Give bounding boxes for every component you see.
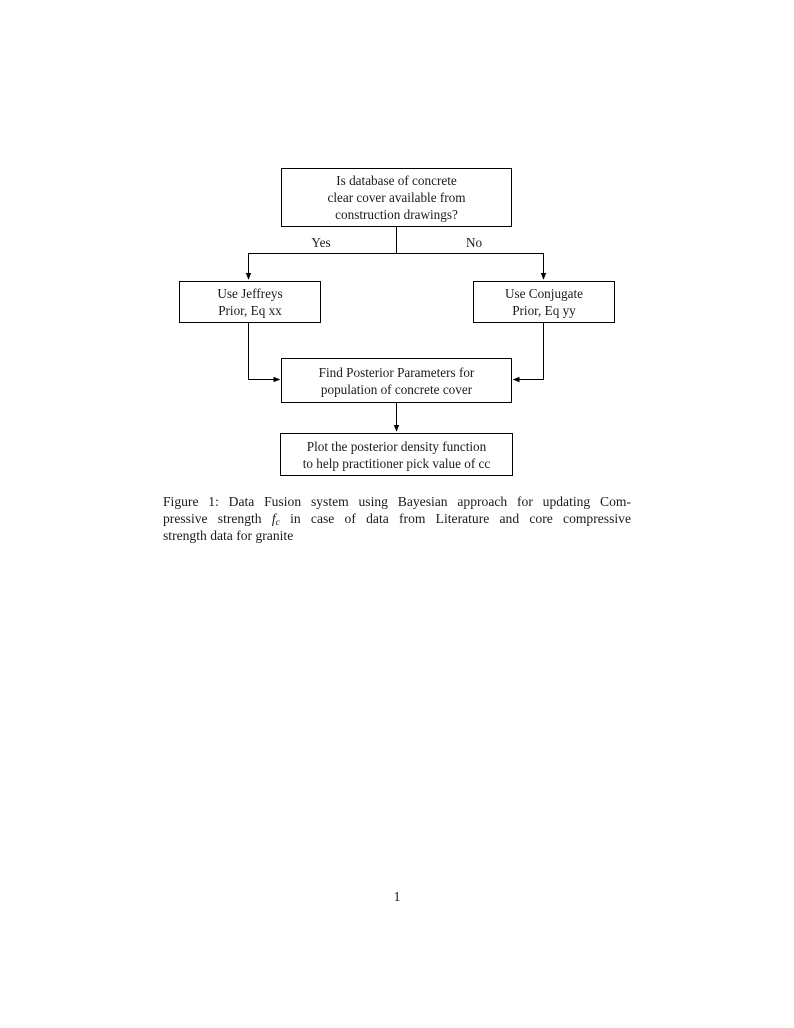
conjugate-prior-box-line: Prior, Eq yy: [512, 303, 576, 318]
figure-caption: Figure 1: Data Fusion system using Bayes…: [163, 493, 631, 545]
plot-density-box: Plot the posterior density function to h…: [280, 433, 513, 476]
question-box: Is database of concrete clear cover avai…: [281, 168, 512, 227]
caption-line-2: pressive strength fc in case of data fro…: [163, 510, 631, 529]
conjugate-prior-box: Use Conjugate Prior, Eq yy: [473, 281, 615, 323]
caption-line-2-post: in case of data from Literature and core…: [290, 511, 631, 527]
posterior-parameters-box: Find Posterior Parameters for population…: [281, 358, 512, 403]
caption-line-2-pre: pressive strength: [163, 511, 262, 527]
question-box-line: construction drawings?: [335, 207, 458, 222]
page-number: 1: [393, 889, 401, 904]
jeffreys-prior-box-line: Use Jeffreys: [217, 286, 283, 301]
question-box-line: Is database of concrete: [336, 173, 457, 188]
plot-density-box-line: to help practitioner pick value of cc: [302, 455, 491, 471]
conjugate-prior-box-line: Use Conjugate: [504, 286, 583, 301]
branch-label-yes: Yes: [311, 235, 331, 250]
posterior-parameters-box-line: population of concrete cover: [320, 381, 473, 397]
posterior-parameters-box-line: Find Posterior Parameters for: [318, 364, 475, 380]
plot-density-box-line: Plot the posterior density function: [306, 438, 487, 454]
jeffreys-prior-box: Use Jeffreys Prior, Eq xx: [179, 281, 321, 323]
question-box-line: clear cover available from: [327, 190, 466, 205]
math-subscript-c: c: [275, 518, 280, 529]
math-variable-f: f: [271, 511, 276, 527]
caption-line-3: strength data for granite: [163, 528, 294, 544]
jeffreys-prior-box-line: Prior, Eq xx: [218, 303, 282, 318]
caption-line-1: Figure 1: Data Fusion system using Bayes…: [163, 494, 631, 509]
branch-label-no: No: [465, 235, 483, 250]
